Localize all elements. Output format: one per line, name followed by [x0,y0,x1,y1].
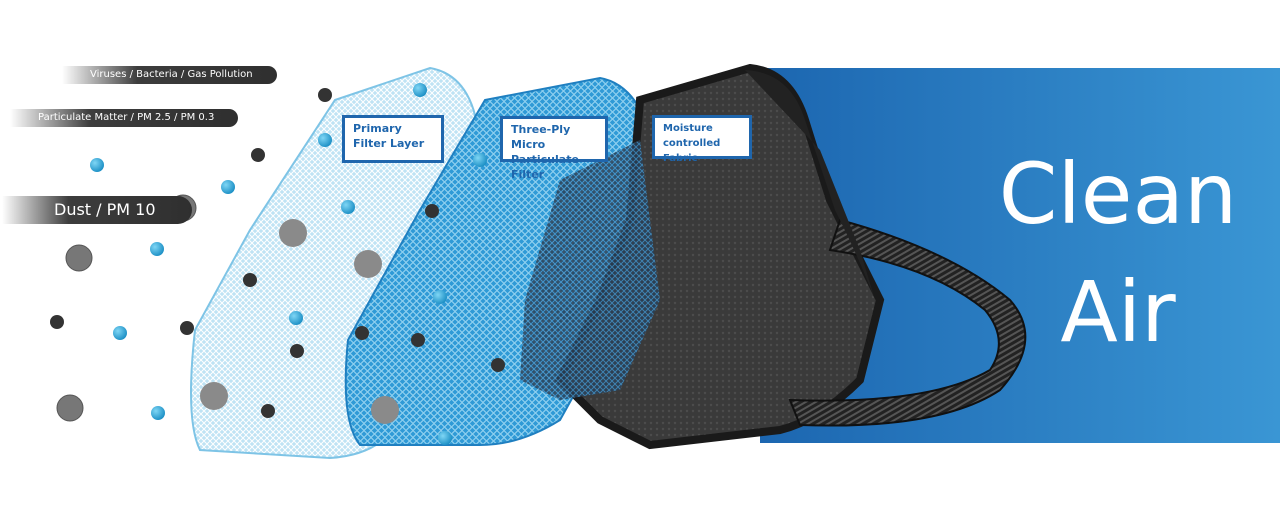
pollutant-label-particulate: Particulate Matter / PM 2.5 / PM 0.3 [10,109,239,127]
layer-label-three-ply: Three-Ply Micro Particulate Filter [500,116,608,181]
overlap-mesh [520,140,660,400]
headline-clean: Clean [998,145,1238,243]
pollutant-label-viruses: Viruses / Bacteria / Gas Pollution [62,66,277,84]
pollutant-label-dust: Dust / PM 10 [2,196,192,224]
layer-label-moisture: Moisture controlled Fabric [652,115,752,164]
ear-loop [788,218,1027,427]
headline-air: Air [1060,263,1176,361]
layer-label-primary: Primary Filter Layer [342,115,444,163]
